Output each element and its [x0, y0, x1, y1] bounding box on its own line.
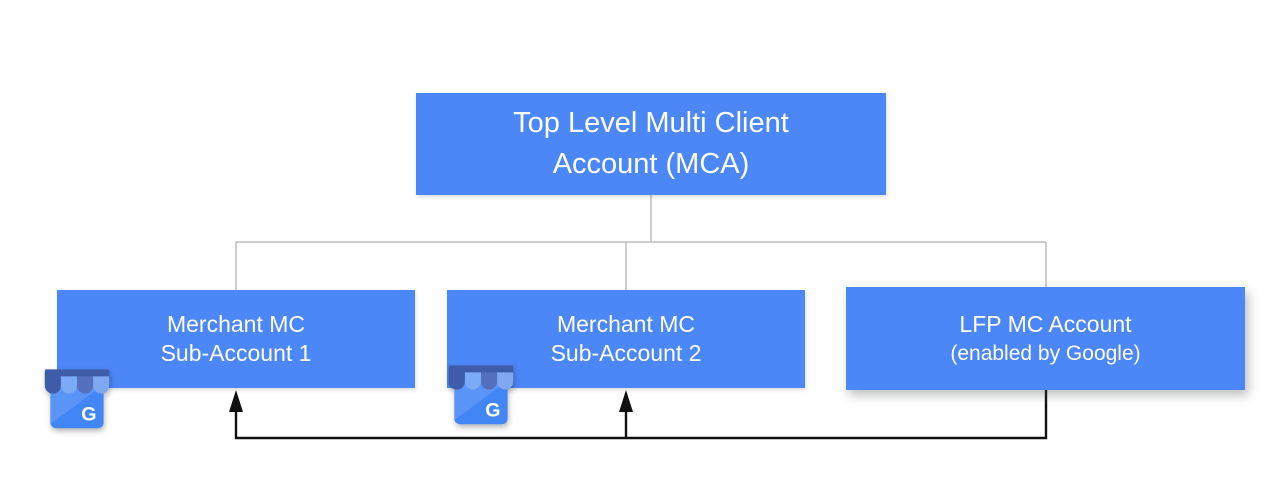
awning-band	[448, 365, 514, 374]
awning-stripe	[481, 372, 498, 390]
node-lfp-mc-account: LFP MC Account (enabled by Google)	[846, 287, 1245, 390]
node-label-line: Account (MCA)	[552, 148, 750, 180]
awning-stripe	[448, 372, 465, 390]
arrowhead-sub2	[619, 390, 633, 412]
node-label-line: Top Level Multi Client	[513, 107, 789, 139]
node-label-line: Merchant MC	[556, 311, 696, 337]
awning-band	[44, 369, 110, 378]
node-label-line: Merchant MC	[166, 311, 306, 337]
awning-stripe	[464, 372, 481, 390]
arrow-line-lfp-to-subs	[234, 390, 1048, 440]
awning-stripe	[93, 376, 110, 394]
node-label-line: (enabled by Google)	[950, 341, 1141, 365]
awning-stripe	[60, 376, 77, 394]
google-g-letter: G	[485, 400, 500, 422]
google-g-letter: G	[81, 404, 96, 426]
awning-stripe	[44, 376, 61, 394]
node-merchant-sub-account-1: Merchant MC Sub-Account 1	[57, 290, 415, 388]
awning-stripe	[497, 372, 514, 390]
google-my-business-icon: G	[446, 364, 516, 427]
node-label-line: Sub-Account 1	[160, 340, 312, 366]
node-label-line: LFP MC Account	[959, 310, 1132, 337]
arrowhead-sub1	[229, 390, 243, 412]
awning-stripe	[77, 376, 94, 394]
google-my-business-icon: G	[42, 368, 112, 431]
node-top-level-mca: Top Level Multi Client Account (MCA)	[416, 93, 886, 195]
node-label-line: Sub-Account 2	[550, 340, 702, 366]
